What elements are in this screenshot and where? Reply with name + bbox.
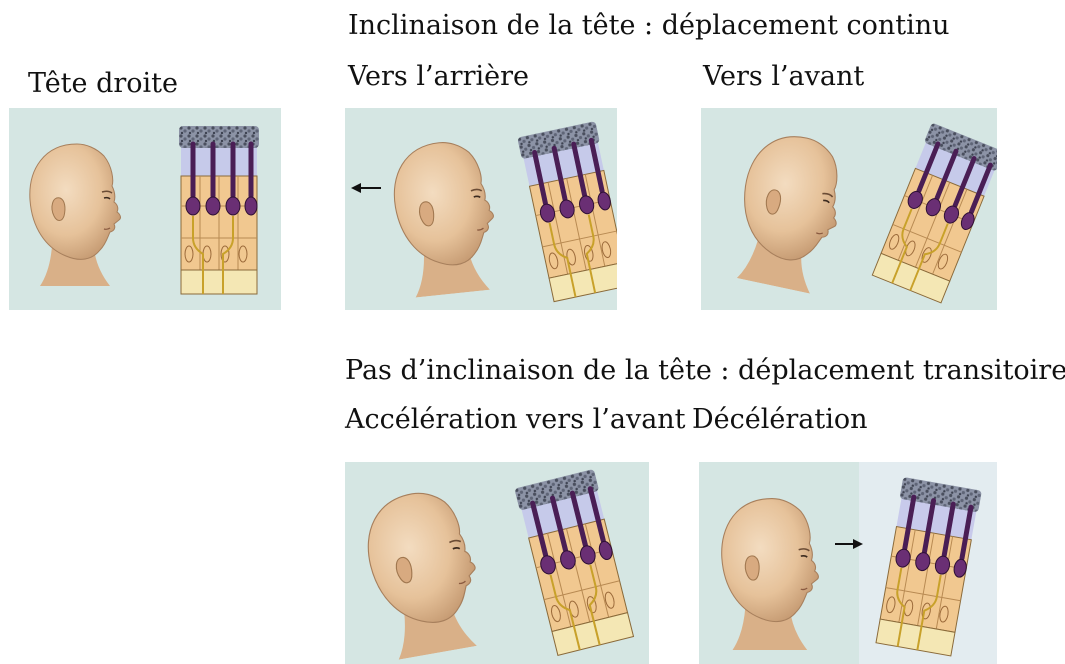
tilt-heading: Inclinaison de la tête : déplacement con… bbox=[348, 12, 950, 39]
no-tilt-heading: Pas d’inclinaison de la tête : déplaceme… bbox=[345, 357, 1065, 384]
panel-deceleration bbox=[699, 462, 997, 664]
upright-label: Tête droite bbox=[28, 70, 178, 97]
panel-forward-acceleration bbox=[345, 462, 649, 664]
panel-tilt-forward bbox=[701, 108, 997, 310]
tilt-forward-label: Vers l’avant bbox=[703, 63, 864, 90]
panel-upright bbox=[9, 108, 281, 310]
panel-tilt-backward bbox=[345, 108, 617, 310]
macula-icon bbox=[179, 126, 259, 294]
tilt-backward-label: Vers l’arrière bbox=[348, 63, 529, 90]
forward-acceleration-label: Accélération vers l’avant bbox=[345, 406, 686, 433]
deceleration-label: Décélération bbox=[692, 406, 867, 433]
